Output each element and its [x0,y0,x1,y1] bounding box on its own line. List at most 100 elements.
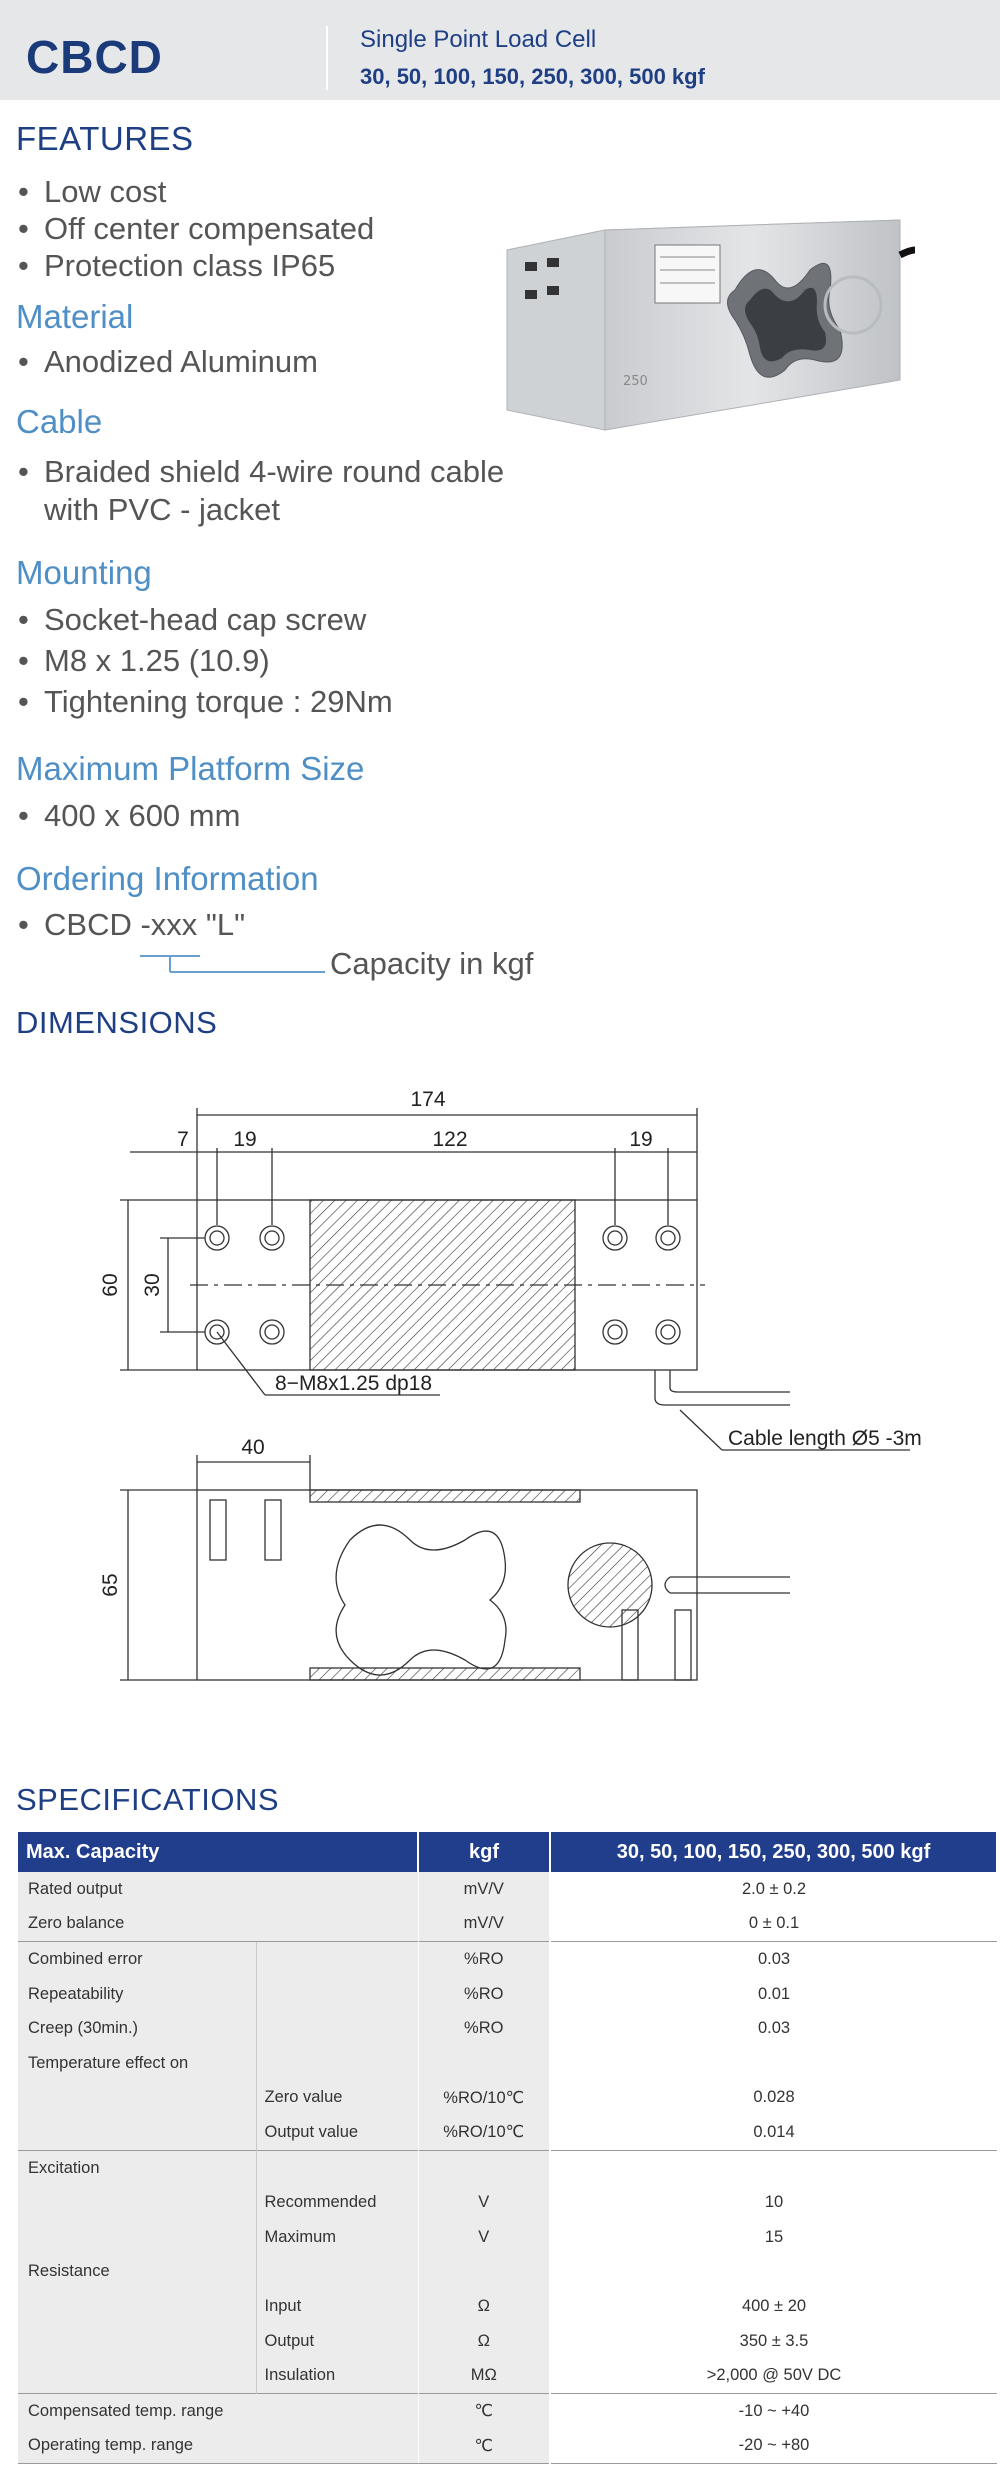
spec-col-unit: kgf [418,1832,551,1872]
spec-unit [417,2045,551,2081]
dim-65: 65 [99,1573,122,1596]
mounting-item: M8 x 1.25 (10.9) [18,641,270,681]
spec-sublabel: Output [255,2323,418,2359]
spec-row: Operating temp. range ℃ -20 ~ +80 [18,2428,997,2465]
spec-row: Output Ω 350 ± 3.5 [18,2323,997,2359]
dim-19-right: 19 [629,1128,652,1151]
spec-unit: V [417,2185,551,2220]
platform-item: 400 x 600 mm [18,796,240,836]
spec-label [18,2219,256,2255]
spec-unit [417,2149,551,2186]
spec-row: Creep (30min.) %RO 0.03 [18,2011,997,2046]
spec-value: 0.014 [550,2115,997,2151]
specifications-table: Max. Capacity kgf 30, 50, 100, 150, 250,… [18,1832,998,2465]
dim-122: 122 [432,1128,467,1151]
spec-value: 0.03 [550,1941,997,1977]
spec-unit: mV/V [417,1872,551,1907]
spec-sublabel [255,2011,418,2046]
spec-sublabel: Maximum [255,2219,418,2255]
spec-sublabel [255,2254,418,2290]
spec-row: Excitation [18,2149,997,2186]
ordering-leader-line [140,955,325,973]
ordering-heading: Ordering Information [16,860,319,897]
spec-value: -10 ~ +40 [550,2392,997,2429]
spec-value: 0.03 [550,2011,997,2046]
spec-value: 0 ± 0.1 [550,1906,997,1942]
spec-header-row: Max. Capacity kgf 30, 50, 100, 150, 250,… [18,1832,998,1872]
spec-unit: %RO [417,2011,551,2046]
photo-plate-text: 250 [623,374,648,389]
spec-unit: Ω [417,2289,551,2324]
spec-row: Recommended V 10 [18,2185,997,2220]
spec-unit: Ω [417,2323,551,2359]
spec-sublabel [255,1941,418,1977]
spec-value: 350 ± 3.5 [550,2323,997,2359]
header-divider [326,26,328,90]
spec-row: Compensated temp. range ℃ -10 ~ +40 [18,2392,997,2429]
spec-unit: mV/V [417,1906,551,1942]
dim-7: 7 [177,1128,189,1151]
specifications-heading: SPECIFICATIONS [16,1782,280,1817]
dim-30: 30 [141,1273,164,1296]
spec-unit: %RO/10℃ [417,2080,551,2116]
dim-174: 174 [410,1088,445,1111]
mounting-heading: Mounting [16,554,152,591]
spec-sublabel: Input [255,2289,418,2324]
material-heading: Material [16,298,134,335]
dim-40: 40 [241,1436,264,1459]
platform-heading: Maximum Platform Size [16,750,365,787]
spec-row: Resistance [18,2254,997,2290]
page-header: CBCD Single Point Load Cell 30, 50, 100,… [0,0,1000,100]
load-cell-photo: 250 [506,219,915,431]
spec-label: Rated output [18,1872,418,1907]
spec-sublabel: Output value [255,2115,418,2151]
spec-unit: V [417,2219,551,2255]
spec-row: Zero balance mV/V 0 ± 0.1 [18,1906,997,1942]
spec-label: Resistance [18,2254,256,2290]
spec-value: 15 [550,2219,997,2255]
material-item: Anodized Aluminum [18,342,318,382]
spec-label: Zero balance [18,1906,418,1942]
spec-sublabel [255,1976,418,2012]
dimensions-drawing: 174 7 19 122 19 60 30 8−M8x1.25 dp18 Cab… [99,1088,922,1681]
spec-unit: %RO/10℃ [417,2115,551,2151]
spec-sublabel: Zero value [255,2080,418,2116]
spec-label [18,2289,256,2324]
spec-label: Repeatability [18,1976,256,2012]
spec-unit: ℃ [417,2428,551,2465]
capacity-note: Capacity in kgf [330,946,534,981]
dim-cable-note: Cable length Ø5 -3m [728,1427,922,1450]
feature-item: Off center compensated [18,209,374,249]
mounting-item: Socket-head cap screw [18,600,366,640]
brand-title: CBCD [26,31,163,83]
feature-item: Protection class IP65 [18,246,335,286]
spec-unit: MΩ [417,2358,551,2394]
spec-label: Excitation [18,2149,256,2186]
spec-label [18,2185,256,2220]
product-capacities: 30, 50, 100, 150, 250, 300, 500 kgf [360,64,705,89]
spec-label: Temperature effect on [18,2045,256,2081]
spec-row: Combined error %RO 0.03 [18,1941,997,1977]
spec-sublabel: Insulation [255,2358,418,2394]
spec-value: >2,000 @ 50V DC [550,2358,997,2394]
spec-value [550,2045,997,2081]
spec-label: Operating temp. range [18,2428,418,2465]
product-subtitle: Single Point Load Cell [360,26,597,53]
spec-value: 2.0 ± 0.2 [550,1872,997,1907]
spec-value: -20 ~ +80 [550,2428,997,2465]
spec-sublabel: Recommended [255,2185,418,2220]
spec-label: Creep (30min.) [18,2011,256,2046]
spec-row: Rated output mV/V 2.0 ± 0.2 [18,1872,997,1907]
spec-label: Combined error [18,1941,256,1977]
spec-label [18,2358,256,2394]
spec-value [550,2149,997,2186]
cable-heading: Cable [16,403,103,440]
spec-row: Maximum V 15 [18,2219,997,2255]
spec-row: Zero value %RO/10℃ 0.028 [18,2080,997,2116]
spec-label [18,2323,256,2359]
spec-label [18,2080,256,2116]
spec-row: Repeatability %RO 0.01 [18,1976,997,2012]
spec-value: 10 [550,2185,997,2220]
spec-col-values: 30, 50, 100, 150, 250, 300, 500 kgf [550,1832,998,1872]
spec-col-capacity: Max. Capacity [18,1832,419,1872]
